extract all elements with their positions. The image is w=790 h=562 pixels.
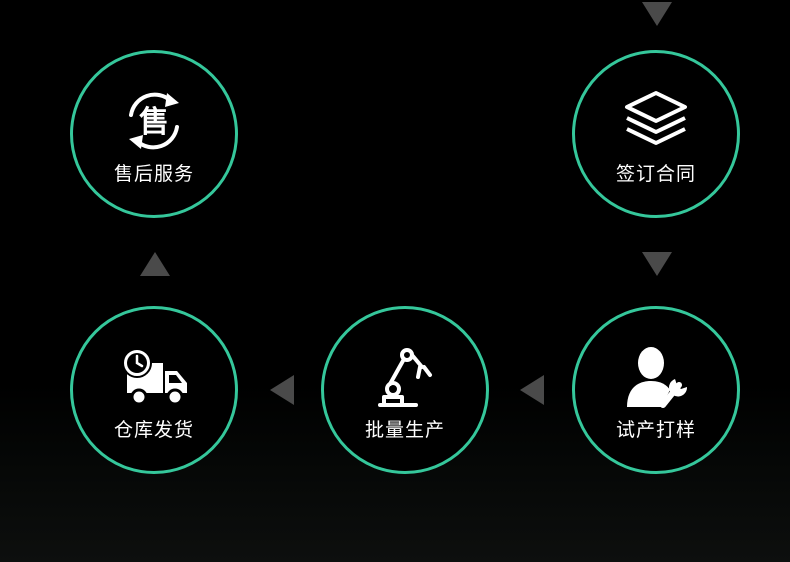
step-sign-contract: 签订合同 [572,50,740,218]
step-mass-production: 批量生产 [321,306,489,474]
step-label: 仓库发货 [113,419,194,441]
icon-character: 售 [139,105,169,140]
arrow-production-to-shipping [270,375,294,405]
arrow-into-contract [642,2,672,26]
person-wrench-icon [621,345,691,409]
step-label: 试产打样 [615,419,696,441]
robot-arm-icon [370,345,440,409]
step-trial-sample: 试产打样 [572,306,740,474]
arrow-shipping-to-service [140,252,170,276]
arrow-sample-to-production [520,375,544,405]
delivery-truck-clock-icon [119,345,189,409]
step-label: 售后服务 [113,163,194,185]
layers-stack-icon [621,89,691,153]
step-label: 签订合同 [615,163,696,185]
step-label: 批量生产 [364,419,445,441]
after-sales-cycle-icon: 售 [119,89,189,153]
step-warehouse-shipping: 仓库发货 [70,306,238,474]
step-after-sales-service: 售 售后服务 [70,50,238,218]
arrow-contract-to-sample [642,252,672,276]
